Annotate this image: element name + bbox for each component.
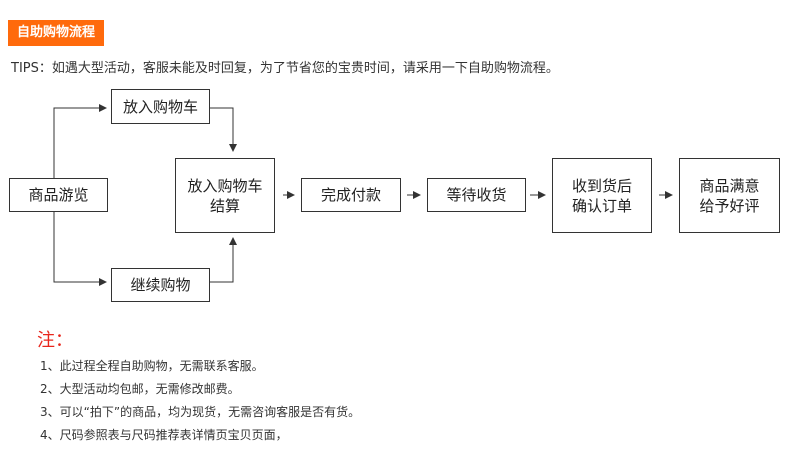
step-continue-shopping: 继续购物 xyxy=(111,268,210,302)
step-pay: 完成付款 xyxy=(301,178,401,212)
connector-continue-to-checkout xyxy=(210,237,237,283)
step-review: 商品满意 给予好评 xyxy=(679,158,780,233)
step-add-to-cart: 放入购物车 xyxy=(111,89,210,124)
step-checkout: 放入购物车 结算 xyxy=(175,158,275,233)
step-pay-label: 完成付款 xyxy=(320,186,381,204)
step-review-line2: 给予好评 xyxy=(699,196,760,215)
notes-list: 1、此过程全程自助购物，无需联系客服。 2、大型活动均包邮，无需修改邮费。 3、… xyxy=(40,356,360,448)
connector-browse-to-continue xyxy=(53,212,107,286)
note-item: 1、此过程全程自助购物，无需联系客服。 xyxy=(40,359,264,373)
step-checkout-line2: 结算 xyxy=(209,196,240,215)
notes-title: 注： xyxy=(37,330,73,351)
page-title: 自助购物流程 xyxy=(8,20,105,46)
step-wait: 等待收货 xyxy=(427,178,526,212)
step-browse-label: 商品游览 xyxy=(28,186,89,204)
connector-cart-to-checkout xyxy=(210,107,237,152)
step-confirm-line1: 收到货后 xyxy=(571,176,632,195)
step-wait-label: 等待收货 xyxy=(446,186,507,204)
step-confirm-line2: 确认订单 xyxy=(571,196,632,215)
tips-text: TIPS：如遇大型活动，客服未能及时回复，为了节省您的宝贵时间，请采用一下自助购… xyxy=(11,61,559,76)
step-add-to-cart-label: 放入购物车 xyxy=(122,97,198,116)
note-item: 3、可以“拍下”的商品，均为现货，无需咨询客服是否有货。 xyxy=(40,405,361,419)
note-item: 2、大型活动均包邮，无需修改邮费。 xyxy=(40,382,240,396)
step-review-line1: 商品满意 xyxy=(699,176,760,195)
step-continue-shopping-label: 继续购物 xyxy=(130,276,191,294)
step-confirm: 收到货后 确认订单 xyxy=(552,158,652,233)
note-item: 4、尺码参照表与尺码推荐表详情页宝贝页面， xyxy=(40,428,288,442)
step-checkout-line1: 放入购物车 xyxy=(187,176,263,195)
connector-browse-to-cart xyxy=(53,104,107,178)
step-browse: 商品游览 xyxy=(9,178,108,212)
